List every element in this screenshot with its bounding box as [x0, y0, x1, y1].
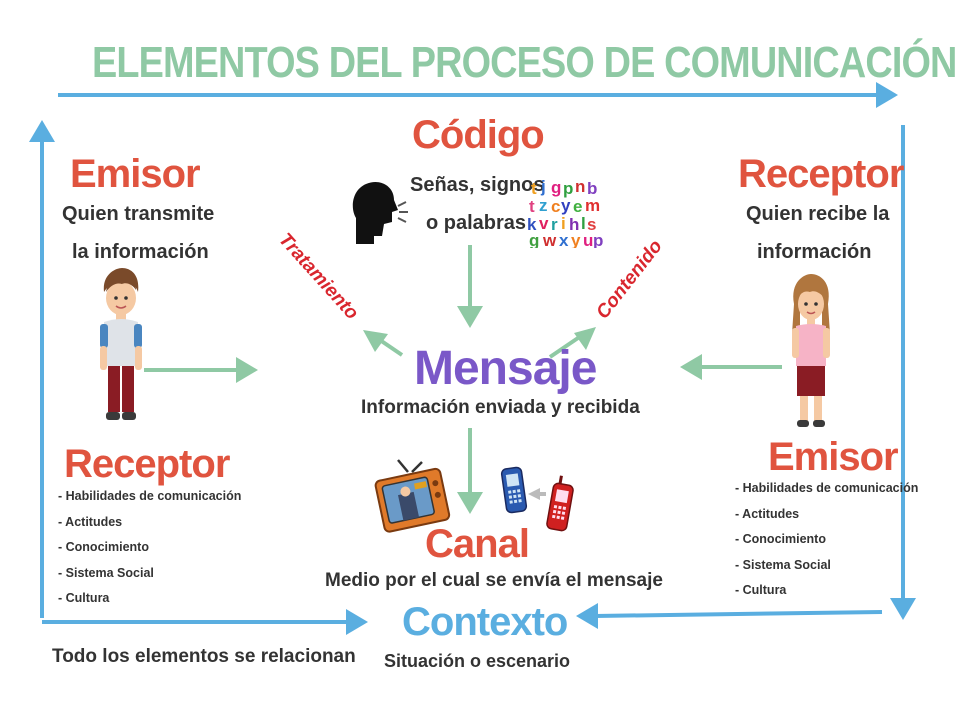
svg-text:b: b [587, 179, 597, 198]
receptor-left-item: - Conocimiento [58, 540, 149, 554]
receptor-left-heading: Receptor [64, 442, 230, 486]
svg-text:l: l [581, 214, 586, 233]
svg-text:z: z [539, 196, 548, 215]
svg-text:p: p [593, 231, 603, 248]
svg-text:y: y [561, 196, 571, 215]
svg-text:g: g [551, 178, 561, 197]
girl-icon [792, 274, 830, 427]
svg-text:p: p [563, 179, 573, 198]
receptor-left-item: - Cultura [58, 591, 110, 605]
speaking-head-icon [352, 181, 408, 244]
svg-text:i: i [561, 214, 566, 233]
emisor-right-item: - Actitudes [735, 506, 800, 521]
codigo-line2: o palabras [426, 212, 527, 234]
mensaje-desc: Información enviada y recibida [361, 397, 640, 418]
svg-text:t: t [529, 197, 535, 216]
svg-text:m: m [585, 196, 600, 215]
canal-desc: Medio por el cual se envía el mensaje [325, 570, 663, 591]
svg-text:x: x [559, 231, 569, 248]
svg-text:v: v [539, 214, 549, 233]
emisor-right-item: - Cultura [735, 583, 787, 597]
codigo-heading: Código [412, 113, 545, 157]
receptor-left-list: - Habilidades de comunicación - Actitude… [58, 484, 241, 612]
svg-text:y: y [571, 231, 581, 248]
receptor-left-item: - Actitudes [58, 514, 123, 529]
receptor-right-heading: Receptor [738, 152, 904, 196]
emisor-right-heading: Emisor [768, 435, 899, 479]
emisor-right-item: - Habilidades de comunicación [735, 481, 919, 495]
emisor-left-line2: la información [72, 241, 209, 263]
frame-arrows [29, 82, 916, 635]
svg-text:w: w [542, 231, 557, 248]
svg-text:s: s [587, 215, 596, 234]
receptor-left-item: - Habilidades de comunicación [58, 489, 242, 503]
svg-text:t: t [531, 179, 537, 198]
contenido-label-wrap: Contenido [592, 236, 666, 323]
codigo-line1: Señas, signos [410, 174, 545, 196]
receptor-right-line2: información [757, 241, 872, 263]
svg-text:h: h [569, 215, 579, 234]
svg-text:n: n [575, 177, 585, 196]
tratamiento-label-wrap: Tratamiento [274, 229, 362, 324]
receptor-right-line1: Quien recibe la [746, 203, 890, 225]
footer-note: Todo los elementos se relacionan [52, 646, 356, 667]
emisor-right-list: - Habilidades de comunicación - Actitude… [735, 476, 918, 604]
emisor-left-line1: Quien transmite [62, 203, 215, 225]
emisor-right-item: - Sistema Social [735, 557, 831, 572]
svg-text:e: e [573, 197, 582, 216]
emisor-right-item: - Conocimiento [735, 532, 826, 546]
phones-icon [500, 466, 574, 532]
boy-icon [100, 268, 142, 420]
canal-heading: Canal [425, 522, 530, 566]
contexto-desc: Situación o escenario [384, 651, 571, 671]
receptor-left-item: - Sistema Social [58, 565, 154, 580]
page-title: ELEMENTOS DEL PROCESO DE COMUNICACIÓN [92, 38, 957, 87]
svg-text:r: r [551, 215, 558, 234]
svg-text:u: u [583, 231, 593, 248]
mensaje-heading: Mensaje [414, 342, 597, 395]
emisor-left-heading: Emisor [70, 152, 201, 196]
svg-text:c: c [551, 197, 560, 216]
flow-arrows [144, 245, 782, 514]
svg-text:g: g [529, 231, 539, 248]
television-icon [374, 459, 451, 533]
svg-text:k: k [527, 215, 537, 234]
contexto-heading: Contexto [402, 600, 568, 644]
contenido-label: Contenido [592, 236, 666, 323]
svg-text:j: j [540, 177, 546, 196]
